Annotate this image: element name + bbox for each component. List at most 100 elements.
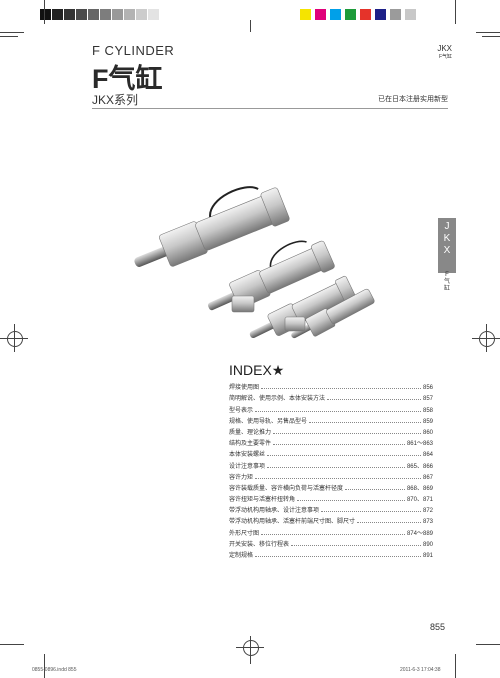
dot-leader bbox=[255, 410, 421, 412]
index-entry-page: 867 bbox=[422, 474, 433, 481]
index-entry-page: 868、869 bbox=[406, 485, 433, 492]
gray-swatch bbox=[112, 9, 123, 20]
gray-swatch bbox=[136, 9, 147, 20]
index-entry-page: 860 bbox=[422, 429, 433, 436]
dot-leader bbox=[255, 477, 421, 479]
index-title: INDEX★ bbox=[229, 362, 285, 378]
index-entry[interactable]: 规格、使用导轨、另售品型号 859 bbox=[229, 414, 433, 425]
index-entry[interactable]: 带浮动机构用轴承、设计注意事项 872 bbox=[229, 503, 433, 514]
index-entry-page: 856 bbox=[422, 385, 433, 392]
color-swatch bbox=[390, 9, 401, 20]
color-swatch bbox=[300, 9, 311, 20]
gray-swatch bbox=[88, 9, 99, 20]
color-swatch bbox=[330, 9, 341, 20]
index-entry[interactable]: 容许扭矩与活塞杆扭转角 870、871 bbox=[229, 492, 433, 503]
dot-leader bbox=[267, 455, 421, 457]
index-entry[interactable]: 开关安装、移位行程表 890 bbox=[229, 537, 433, 548]
index-entry[interactable]: 简明解说、使用示例、本体安装方法 857 bbox=[229, 391, 433, 402]
index-entry[interactable]: 容许装载质量、容许横向负荷与活塞杆径度 868、869 bbox=[229, 481, 433, 492]
index-entry-label: 容许力矩 bbox=[229, 474, 254, 481]
gray-swatch bbox=[100, 9, 111, 20]
index-entry-label: 定制规格 bbox=[229, 553, 254, 559]
color-swatch bbox=[345, 9, 356, 20]
dot-leader bbox=[345, 488, 405, 490]
series-code-subtitle: F气缸 bbox=[438, 54, 452, 60]
section-tab-letter: K bbox=[443, 233, 451, 244]
index-entry-page: 858 bbox=[422, 407, 433, 414]
gray-swatch bbox=[52, 9, 63, 20]
index-entry-label: 开关安装、移位行程表 bbox=[229, 541, 290, 548]
index-entry-label: 结构及主要零件 bbox=[229, 441, 272, 448]
index-entry[interactable]: 本体安装螺丝 864 bbox=[229, 447, 433, 458]
index-entry-page: 890 bbox=[422, 541, 433, 548]
index-entry-label: 外形尺寸图 bbox=[229, 530, 260, 537]
index-entry-page: 874～889 bbox=[406, 530, 433, 537]
index-entry-label: 带浮动机构用轴承、活塞杆前端尺寸图、脚尺寸 bbox=[229, 519, 356, 526]
index-entry-label: 焊接使用图 bbox=[229, 385, 260, 392]
index-entry-page: 872 bbox=[422, 508, 433, 515]
title-chinese: F气缸 bbox=[92, 64, 163, 94]
color-swatch bbox=[315, 9, 326, 20]
index-entry-page: 865、866 bbox=[406, 463, 433, 470]
index-entry-page: 859 bbox=[422, 418, 433, 425]
index-entry-page: 861～863 bbox=[406, 441, 433, 448]
index-entry[interactable]: 带浮动机构用轴承、活塞杆前端尺寸图、脚尺寸 873 bbox=[229, 514, 433, 525]
page-number: 855 bbox=[430, 622, 446, 632]
dot-leader bbox=[291, 544, 421, 546]
series-name: JKX系列 bbox=[92, 93, 139, 107]
dot-leader bbox=[261, 388, 421, 390]
dot-leader bbox=[297, 500, 405, 502]
dot-leader bbox=[357, 522, 421, 524]
cylinder-product-image bbox=[134, 186, 375, 339]
series-code: JKX bbox=[437, 44, 452, 53]
section-tab-letter: X bbox=[443, 245, 451, 256]
dot-leader bbox=[267, 466, 405, 468]
index-entry[interactable]: 设计注意事项 865、866 bbox=[229, 458, 433, 470]
index-entry-label: 质量、理论推力 bbox=[229, 429, 272, 436]
index-entry-label: 简明解说、使用示例、本体安装方法 bbox=[229, 396, 326, 403]
index-entry-label: 容许装载质量、容许横向负荷与活塞杆径度 bbox=[229, 485, 344, 492]
dot-leader bbox=[321, 511, 421, 513]
gray-swatch bbox=[40, 9, 51, 20]
color-swatch bbox=[405, 9, 416, 20]
dot-leader bbox=[327, 399, 421, 401]
index-entry-page: 857 bbox=[422, 396, 433, 403]
section-tab-letter: J bbox=[444, 221, 450, 232]
dot-leader bbox=[309, 421, 421, 423]
index-entry-label: 型号表示 bbox=[229, 407, 254, 414]
index-entry-page: 870、871 bbox=[406, 497, 433, 504]
dot-leader bbox=[261, 533, 405, 535]
gray-swatch bbox=[64, 9, 75, 20]
print-timestamp: 2011-6-3 17:04:38 bbox=[400, 667, 441, 673]
index-entry[interactable]: 定制规格 891 bbox=[229, 548, 433, 559]
index-entry[interactable]: 容许力矩 867 bbox=[229, 470, 433, 481]
gray-swatch bbox=[76, 9, 87, 20]
color-swatch bbox=[375, 9, 386, 20]
index-entry[interactable]: 质量、理论推力 860 bbox=[229, 425, 433, 436]
index-entry[interactable]: 型号表示 858 bbox=[229, 402, 433, 414]
index-entry-label: 本体安装螺丝 bbox=[229, 452, 266, 459]
gray-swatch bbox=[148, 9, 159, 20]
section-tab[interactable]: J K X bbox=[438, 218, 456, 273]
index-entry-page: 891 bbox=[422, 553, 433, 559]
dot-leader bbox=[255, 556, 421, 557]
index-entry[interactable]: 结构及主要零件 861～863 bbox=[229, 436, 433, 447]
print-file-info: 0855-0896.indd 855 bbox=[32, 667, 77, 673]
patent-note: 已在日本注册实用新型 bbox=[378, 96, 448, 103]
header-divider bbox=[92, 108, 448, 109]
index-entry-page: 864 bbox=[422, 452, 433, 459]
gray-swatch bbox=[124, 9, 135, 20]
index-entry-label: 设计注意事项 bbox=[229, 463, 266, 470]
index-entry-page: 873 bbox=[422, 519, 433, 526]
index-entry[interactable]: 外形尺寸图 874～889 bbox=[229, 525, 433, 537]
dot-leader bbox=[273, 432, 421, 434]
title-english: F CYLINDER bbox=[92, 43, 175, 58]
index-entry[interactable]: 焊接使用图 856 bbox=[229, 380, 433, 391]
dot-leader bbox=[273, 444, 405, 446]
index-entry-label: 规格、使用导轨、另售品型号 bbox=[229, 418, 308, 425]
index-entry-label: 容许扭矩与活塞杆扭转角 bbox=[229, 497, 296, 504]
index-entry-label: 带浮动机构用轴承、设计注意事项 bbox=[229, 508, 320, 515]
color-swatch bbox=[360, 9, 371, 20]
